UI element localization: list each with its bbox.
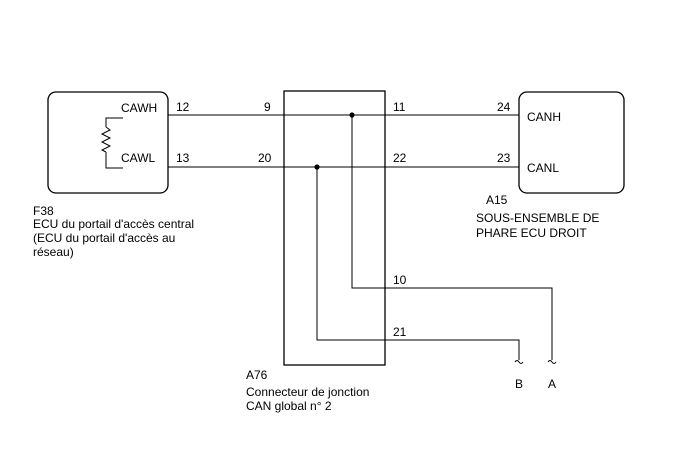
right-ecu-pin-label-canl: CANL <box>527 161 559 175</box>
continuation-label-b: B <box>515 377 523 391</box>
continuation-label-a: A <box>548 377 556 391</box>
left-ecu-box <box>47 91 169 194</box>
pin-number: 23 <box>497 151 511 165</box>
right-ecu-pin-label-canh: CANH <box>527 110 561 124</box>
left-ecu-name-line: réseau) <box>33 245 74 259</box>
pin-number: 20 <box>258 151 272 165</box>
junction-connector-box <box>283 90 386 366</box>
continuation-a-icon <box>547 360 557 364</box>
right-ecu-name-line: PHARE ECU DROIT <box>476 226 587 240</box>
junction-name-line: Connecteur de jonction <box>246 385 369 399</box>
right-ecu-box <box>518 91 625 194</box>
wire-branch-b <box>316 167 520 360</box>
left-ecu-pin-label-cawl: CAWL <box>121 151 156 165</box>
wires <box>168 114 553 360</box>
pin-number: 24 <box>497 100 511 114</box>
pin-number: 13 <box>176 151 190 165</box>
junction-name-line: CAN global n° 2 <box>246 399 332 413</box>
left-ecu-name-line: ECU du portail d'accès central <box>33 217 194 231</box>
right-ecu-code: A15 <box>486 193 508 207</box>
left-ecu-name-line: (ECU du portail d'accès au <box>33 231 175 245</box>
pin-number: 10 <box>393 273 407 287</box>
splice-dot-low <box>314 164 320 170</box>
pin-number: 22 <box>393 151 407 165</box>
pin-number: 12 <box>176 100 190 114</box>
pin-number: 21 <box>393 325 407 339</box>
left-ecu-pin-label-cawh: CAWH <box>121 101 157 115</box>
wire-branch-a <box>351 115 553 360</box>
terminating-resistor-icon <box>100 117 123 169</box>
right-ecu-name-line: SOUS-ENSEMBLE DE <box>476 211 599 225</box>
left-ecu-code: F38 <box>33 204 54 218</box>
pin-number: 11 <box>393 100 406 114</box>
splice-dot-high <box>349 112 355 118</box>
continuation-b-icon <box>514 360 524 364</box>
junction-code: A76 <box>246 368 268 382</box>
pin-number: 9 <box>264 100 271 114</box>
